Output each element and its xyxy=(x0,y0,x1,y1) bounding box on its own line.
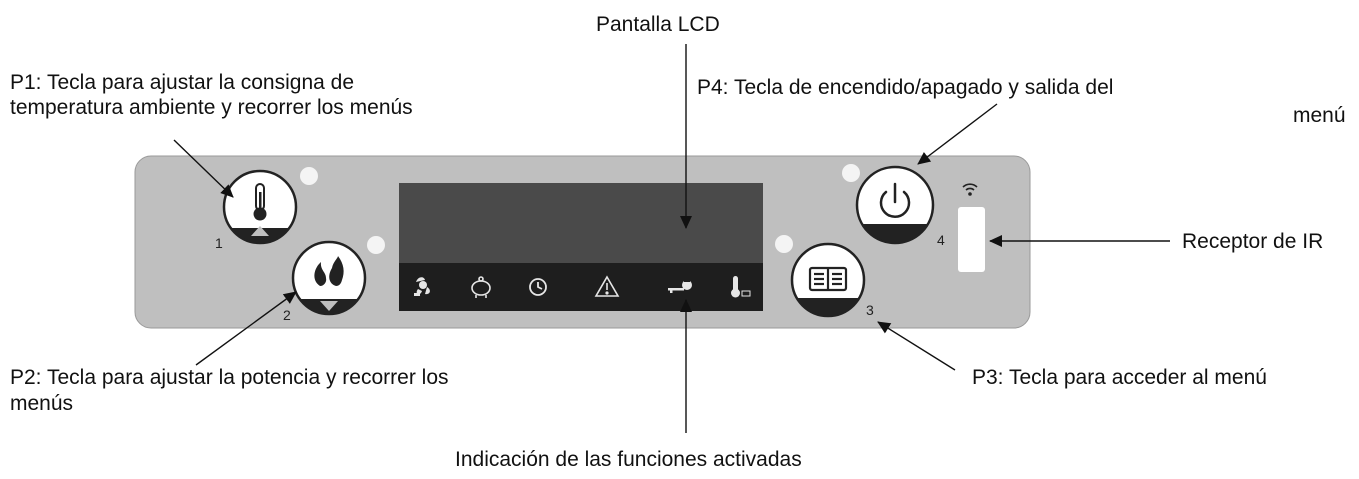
clock-icon xyxy=(529,278,547,296)
key-4-number: 4 xyxy=(937,232,945,248)
wireless-signal-icon xyxy=(962,183,978,196)
key-icon xyxy=(668,280,692,293)
p4-label-line2: menú xyxy=(1293,104,1346,127)
book-icon xyxy=(808,266,848,292)
p1-label-line1: P1: Tecla para ajustar la consigna de xyxy=(10,71,354,94)
flame-icon xyxy=(314,256,344,286)
led-indicator xyxy=(300,167,318,185)
functions-indicator-label: Indicación de las funciones activadas xyxy=(455,448,802,471)
arrow-p3 xyxy=(877,321,956,371)
p4-label-line1: P4: Tecla de encendido/apagado y salida … xyxy=(697,76,1114,99)
piggy-bank-icon xyxy=(471,276,491,298)
p2-label-line2: menús xyxy=(10,392,74,415)
p4-on-off-key[interactable] xyxy=(853,165,937,246)
lcd-function-strip xyxy=(399,263,763,311)
led-indicator xyxy=(842,164,860,182)
thermometer-ok-icon xyxy=(731,276,751,298)
p2-label-line1: P2: Tecla para ajustar la potencia y rec… xyxy=(10,366,449,389)
key-1-number: 1 xyxy=(215,235,223,251)
p3-menu-key[interactable] xyxy=(788,242,868,318)
ir-receiver-window xyxy=(958,207,985,272)
lcd-screen xyxy=(399,183,763,263)
p2-power-key[interactable] xyxy=(289,240,369,319)
arrow-p4 xyxy=(917,103,998,165)
power-icon xyxy=(879,182,911,218)
p1-temperature-key[interactable] xyxy=(220,169,300,248)
lcd-screen-label: Pantalla LCD xyxy=(596,13,720,36)
p1-label-line2: temperatura ambiente y recorrer los menú… xyxy=(10,96,413,119)
key-3-number: 3 xyxy=(866,302,874,318)
arrow-p2 xyxy=(195,291,297,366)
led-indicator xyxy=(367,236,385,254)
thermometer-icon xyxy=(253,183,267,221)
leader-arrows xyxy=(173,44,1170,433)
key-2-number: 2 xyxy=(283,307,291,323)
ir-receiver-label: Receptor de IR xyxy=(1182,230,1324,253)
warning-icon xyxy=(594,275,620,297)
arrow-p1 xyxy=(173,139,234,198)
p3-label: P3: Tecla para acceder al menú xyxy=(972,366,1267,389)
led-indicator xyxy=(775,235,793,253)
fan-icon xyxy=(414,277,430,296)
